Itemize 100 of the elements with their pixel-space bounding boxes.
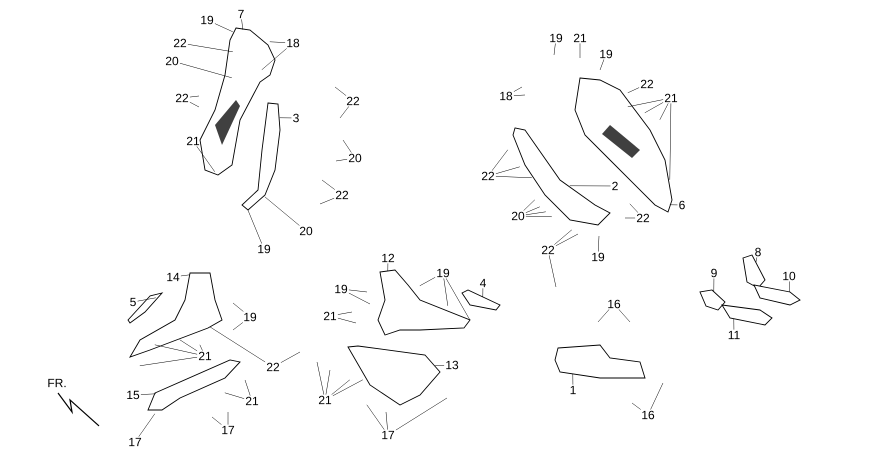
leader-line — [386, 412, 388, 430]
callout-number: 9 — [711, 268, 717, 278]
callout-number: 8 — [755, 248, 761, 256]
leader-line — [212, 416, 222, 425]
callout-number: 19 — [335, 284, 348, 294]
leader-line — [180, 340, 198, 352]
leader-line — [200, 344, 203, 351]
leader-line — [548, 255, 556, 288]
leader-line — [526, 216, 552, 218]
callout-number: 4 — [480, 278, 486, 288]
callout-number: 17 — [129, 438, 142, 446]
leader-line — [332, 380, 364, 396]
callout-number: 19 — [258, 244, 270, 254]
leader-line — [514, 94, 526, 96]
leader-line — [514, 86, 522, 92]
callout-number: 22 — [266, 362, 280, 372]
leader-line — [188, 44, 234, 52]
leader-line — [632, 402, 641, 410]
leader-line — [196, 146, 216, 172]
callout-number: 21 — [664, 94, 678, 102]
part-drawing — [241, 102, 280, 211]
leader-line — [244, 380, 250, 396]
callout-number: 13 — [446, 360, 458, 370]
leader-line — [190, 102, 200, 108]
callout-number: 22 — [542, 246, 554, 254]
callout-number: 19 — [600, 50, 612, 58]
leader-line — [644, 102, 664, 114]
callout-number: 5 — [130, 298, 136, 306]
callout-number: 7 — [238, 10, 244, 18]
leader-line — [190, 96, 200, 98]
leader-line — [420, 277, 436, 286]
leader-line — [628, 99, 664, 108]
leader-line — [600, 59, 604, 70]
callout-number: 22 — [336, 190, 348, 200]
leader-line — [348, 292, 370, 304]
leader-line — [138, 414, 156, 437]
callout-number: 22 — [346, 96, 360, 106]
callout-number: 11 — [728, 330, 740, 340]
leader-line — [326, 370, 330, 395]
leader-line — [334, 86, 346, 96]
callout-number: 22 — [640, 80, 654, 88]
leader-line — [556, 234, 578, 246]
leader-line — [137, 298, 156, 302]
leader-line — [154, 344, 198, 354]
leader-line — [248, 210, 262, 244]
leader-line — [338, 312, 352, 315]
direction-label: FR. — [48, 378, 66, 388]
leader-line — [396, 398, 448, 430]
leader-line — [670, 103, 672, 180]
leader-line — [598, 309, 610, 322]
callout-number: 21 — [246, 396, 258, 406]
callout-number: 16 — [608, 300, 620, 308]
callout-number: 20 — [348, 154, 362, 162]
leader-line — [492, 150, 508, 171]
leader-line — [262, 48, 287, 70]
callout-number: 15 — [127, 390, 140, 400]
callout-number: 21 — [186, 136, 200, 146]
leader-line — [526, 212, 546, 216]
leader-line — [224, 392, 244, 399]
leader-line — [340, 106, 350, 118]
callout-number: 21 — [318, 396, 332, 404]
leader-line — [342, 140, 352, 153]
leader-line — [482, 288, 484, 298]
callout-number: 21 — [574, 34, 586, 42]
callout-number: 19 — [592, 252, 604, 262]
callout-number: 3 — [293, 114, 299, 122]
leader-line — [756, 257, 758, 264]
part-drawing — [554, 344, 646, 378]
leader-line — [232, 302, 244, 312]
callout-number: 22 — [482, 172, 494, 180]
leader-line — [670, 204, 678, 206]
callout-number: 19 — [244, 312, 256, 322]
leader-line — [180, 62, 232, 78]
leader-line — [140, 394, 156, 395]
callout-number: 20 — [166, 56, 178, 66]
leader-line — [322, 180, 336, 190]
leader-line — [264, 196, 300, 226]
leader-line — [320, 198, 334, 204]
callout-number: 12 — [382, 254, 394, 262]
callout-number: 14 — [167, 272, 180, 282]
leader-line — [554, 230, 572, 245]
callout-number: 2 — [612, 182, 618, 190]
leader-line — [446, 278, 470, 320]
leader-line — [140, 356, 198, 366]
callout-number: 18 — [287, 38, 300, 48]
leader-line — [434, 365, 444, 366]
callout-number: 19 — [550, 34, 562, 42]
callout-number: 16 — [642, 410, 654, 420]
leader-line — [526, 206, 540, 213]
leader-line — [232, 322, 244, 330]
leader-line — [338, 318, 356, 324]
leader-line — [336, 159, 348, 162]
leader-line — [630, 204, 638, 213]
leader-line — [618, 309, 630, 322]
part-drawing — [378, 270, 471, 336]
leader-line — [554, 43, 556, 56]
leader-line — [270, 42, 286, 43]
callout-number: 22 — [636, 214, 650, 222]
leader-line — [180, 274, 190, 276]
leader-line — [598, 236, 600, 252]
